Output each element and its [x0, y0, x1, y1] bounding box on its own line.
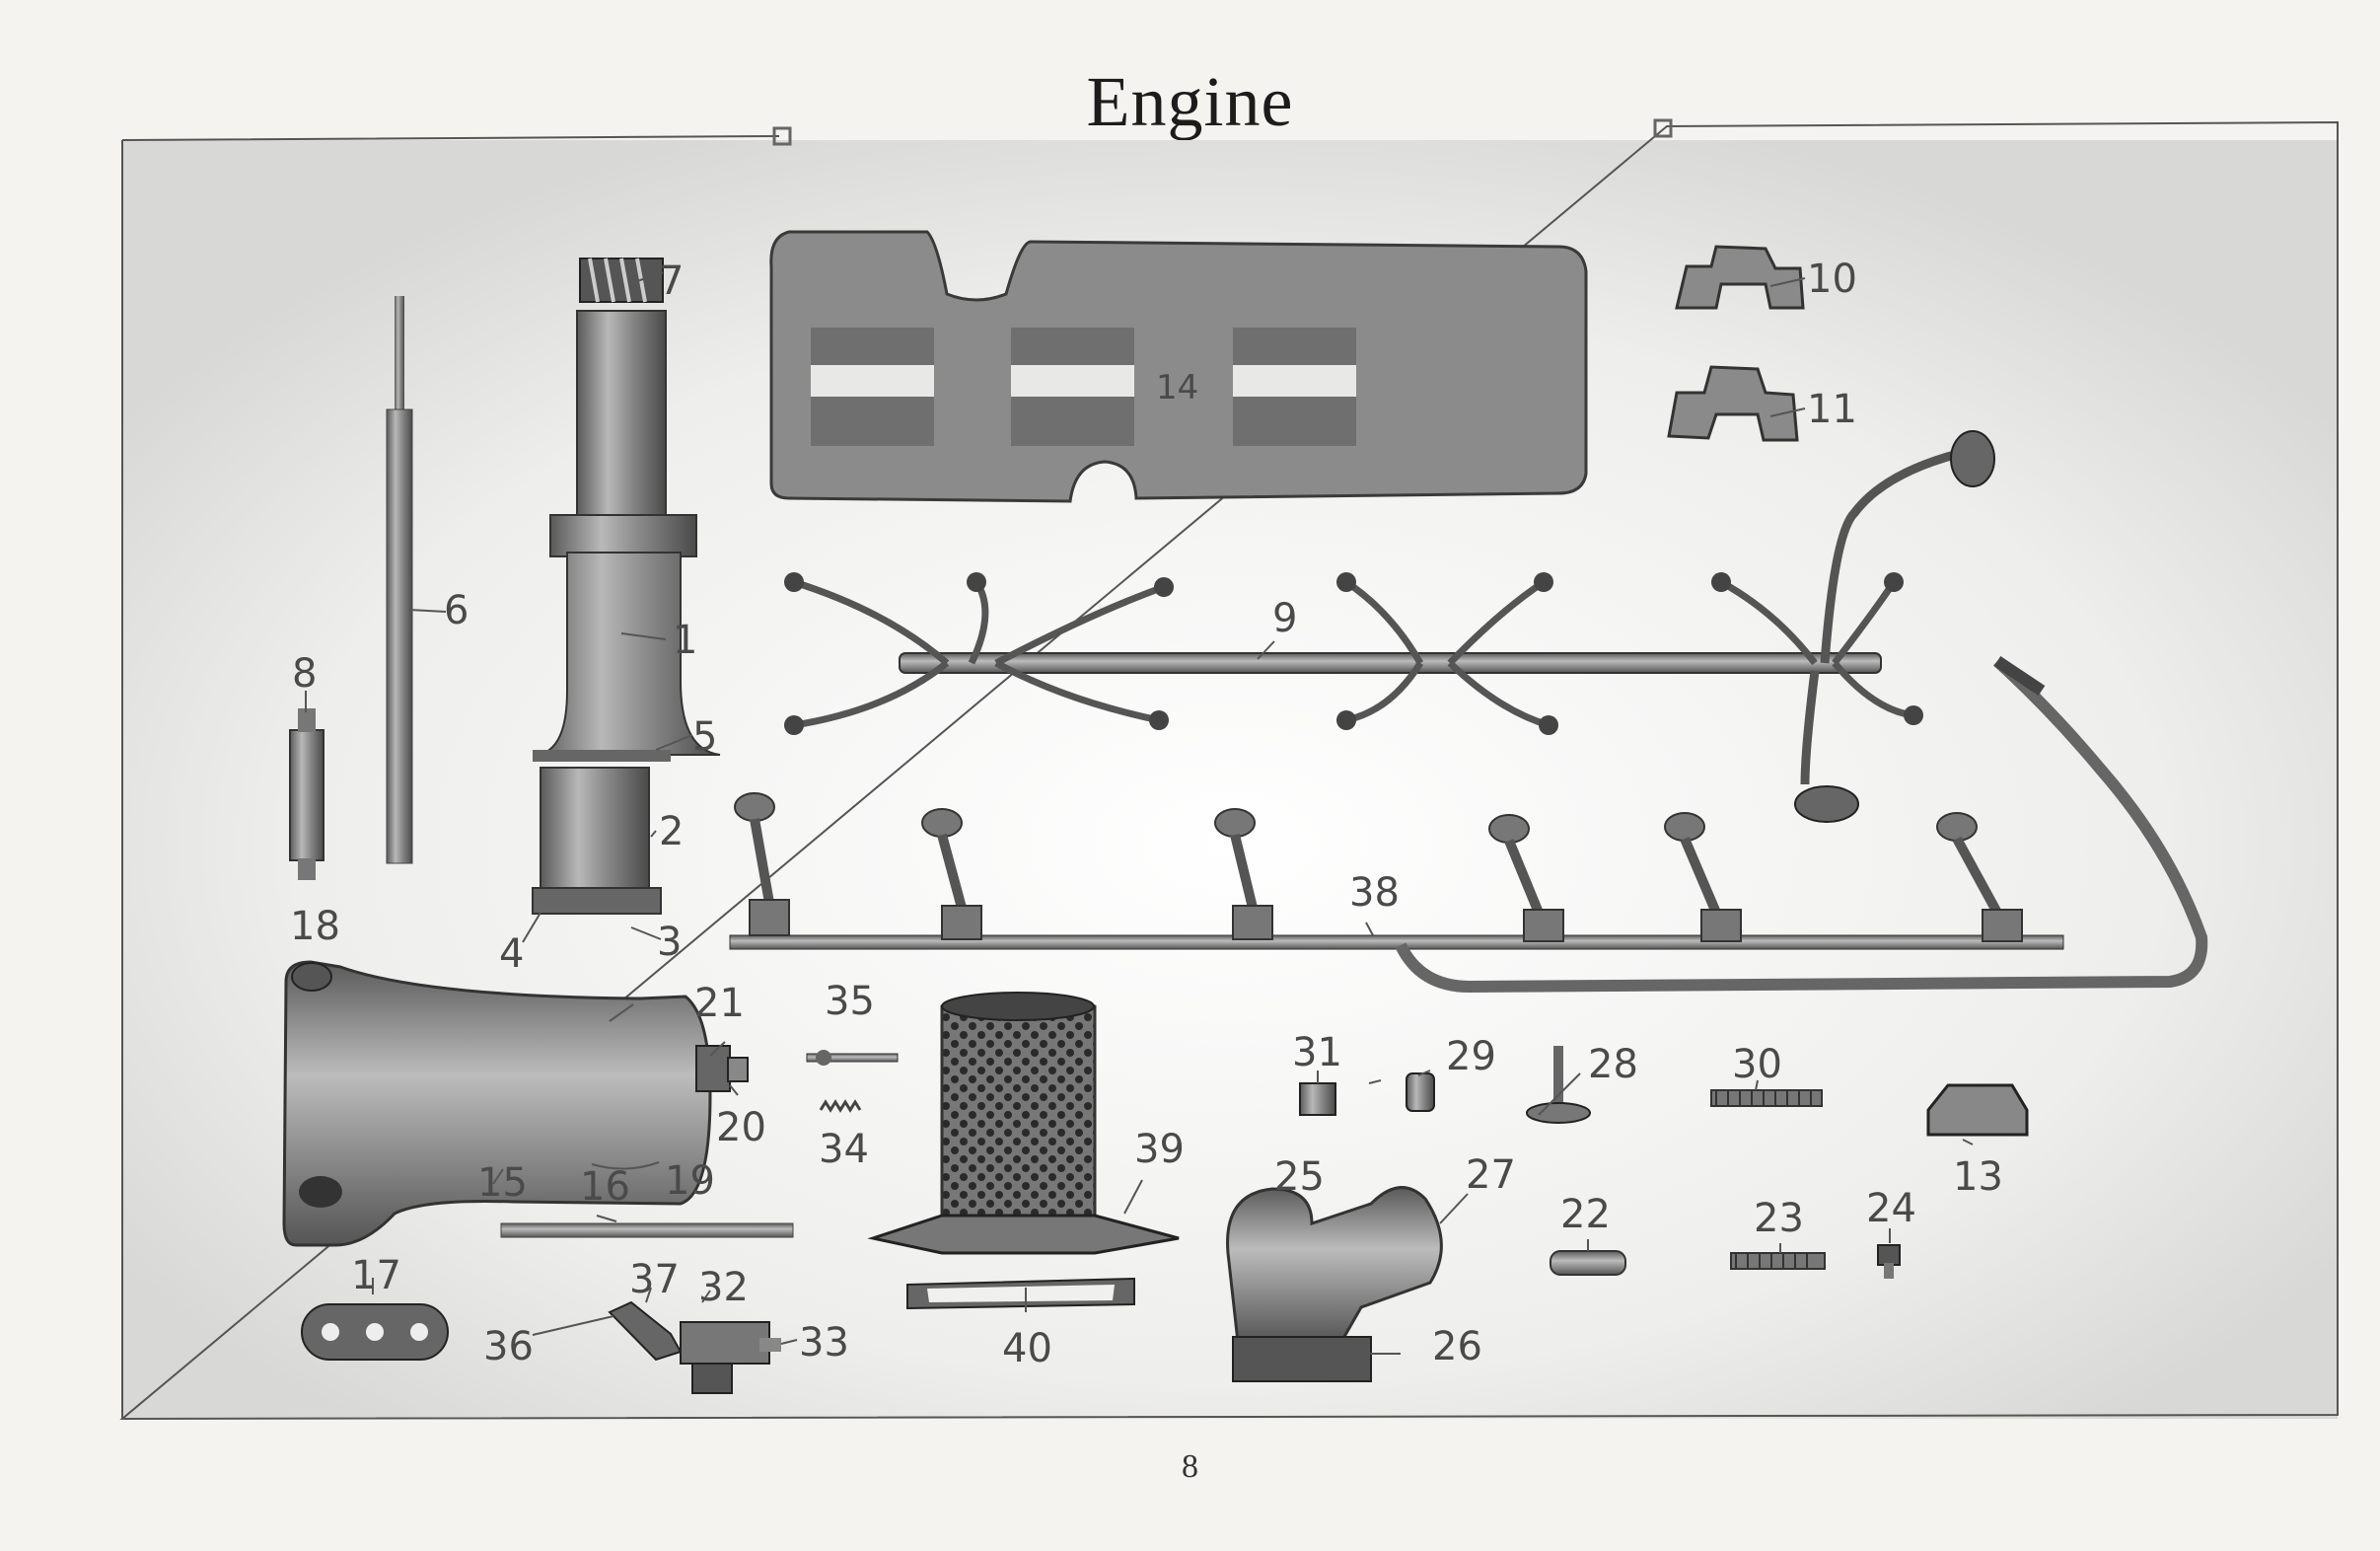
part-2-pump-body	[532, 767, 662, 915]
callout-22: 22	[1560, 1192, 1611, 1237]
callout-20: 20	[716, 1105, 766, 1150]
callout-11: 11	[1807, 387, 1857, 432]
part-8-pinion	[289, 708, 325, 880]
part-34-spring	[819, 1099, 862, 1113]
callout-3: 3	[657, 920, 682, 965]
part-13-block	[1926, 1083, 2029, 1137]
callout-32: 32	[698, 1265, 749, 1310]
part-24-screw	[1877, 1244, 1901, 1279]
part-14-cover-plate	[769, 230, 1588, 503]
part-11-clip	[1667, 365, 1799, 442]
leader-lines	[305, 271, 1974, 1355]
part-31-nut	[1299, 1082, 1336, 1116]
callout-4: 4	[499, 931, 524, 977]
callout-24: 24	[1866, 1186, 1916, 1231]
callout-19: 19	[665, 1158, 715, 1204]
callout-31: 31	[1292, 1030, 1342, 1075]
callout-8: 8	[292, 651, 317, 697]
callout-36: 36	[483, 1324, 534, 1369]
callout-18: 18	[290, 904, 340, 949]
callout-35: 35	[825, 979, 875, 1024]
callout-26: 26	[1432, 1324, 1482, 1369]
callout-34: 34	[819, 1127, 869, 1172]
callout-14: 14	[1156, 368, 1198, 407]
callout-23: 23	[1754, 1196, 1804, 1241]
callout-5: 5	[692, 714, 717, 760]
part-10-clip	[1675, 245, 1805, 310]
callout-9: 9	[1272, 596, 1297, 641]
part-32-33-36-37-valve	[608, 1300, 781, 1394]
callout-2: 2	[659, 809, 684, 854]
part-22-pin	[1550, 1250, 1626, 1276]
callout-33: 33	[799, 1320, 849, 1366]
callout-6: 6	[444, 588, 469, 633]
callout-38: 38	[1349, 870, 1400, 916]
part-29-cap	[1406, 1072, 1435, 1112]
callout-7: 7	[659, 258, 684, 304]
plate-frame	[119, 120, 2339, 1421]
part-23-spring	[1730, 1252, 1826, 1270]
callout-17: 17	[351, 1253, 401, 1298]
callout-1: 1	[673, 618, 697, 663]
frame-corner-marker	[772, 126, 792, 146]
callout-15: 15	[477, 1160, 528, 1206]
page-number: 8	[1182, 1448, 1198, 1485]
callout-25: 25	[1274, 1154, 1325, 1200]
callout-37: 37	[629, 1257, 680, 1302]
page-title: Engine	[1086, 62, 1294, 141]
callout-21: 21	[694, 981, 745, 1026]
callout-39: 39	[1134, 1127, 1185, 1172]
callout-40: 40	[1002, 1326, 1052, 1371]
part-20-21-nut	[695, 1045, 749, 1092]
callout-28: 28	[1588, 1042, 1638, 1087]
part-6-shaft	[386, 296, 413, 864]
part-40-gasket-ring	[906, 1277, 1135, 1310]
part-15-housing	[282, 960, 712, 1247]
callout-labels: 1 2 3 4 5 6 7 8 9 10 11 13 14 15 16 17 1…	[290, 257, 2003, 1371]
callout-16: 16	[580, 1164, 630, 1210]
part-7-gear	[579, 258, 664, 303]
part-9-oil-manifold	[784, 430, 1995, 823]
callout-27: 27	[1466, 1152, 1516, 1198]
part-28-valve-disc	[1526, 1046, 1591, 1124]
frame-corner-marker	[1653, 118, 1673, 138]
part-39-strainer	[867, 992, 1180, 1255]
callout-29: 29	[1446, 1034, 1496, 1079]
part-35-pin	[806, 1050, 899, 1066]
callout-10: 10	[1807, 257, 1857, 302]
part-25-26-27-elbow	[1226, 1186, 1443, 1382]
part-30-spring	[1710, 1089, 1823, 1107]
callout-30: 30	[1732, 1042, 1782, 1087]
part-16-rod	[500, 1222, 794, 1238]
part-18-plug	[291, 962, 332, 992]
part-38-oil-line	[729, 656, 2208, 994]
part-17-gasket	[301, 1303, 449, 1361]
part-1-pump-housing	[533, 310, 721, 762]
callout-13: 13	[1953, 1154, 2003, 1200]
